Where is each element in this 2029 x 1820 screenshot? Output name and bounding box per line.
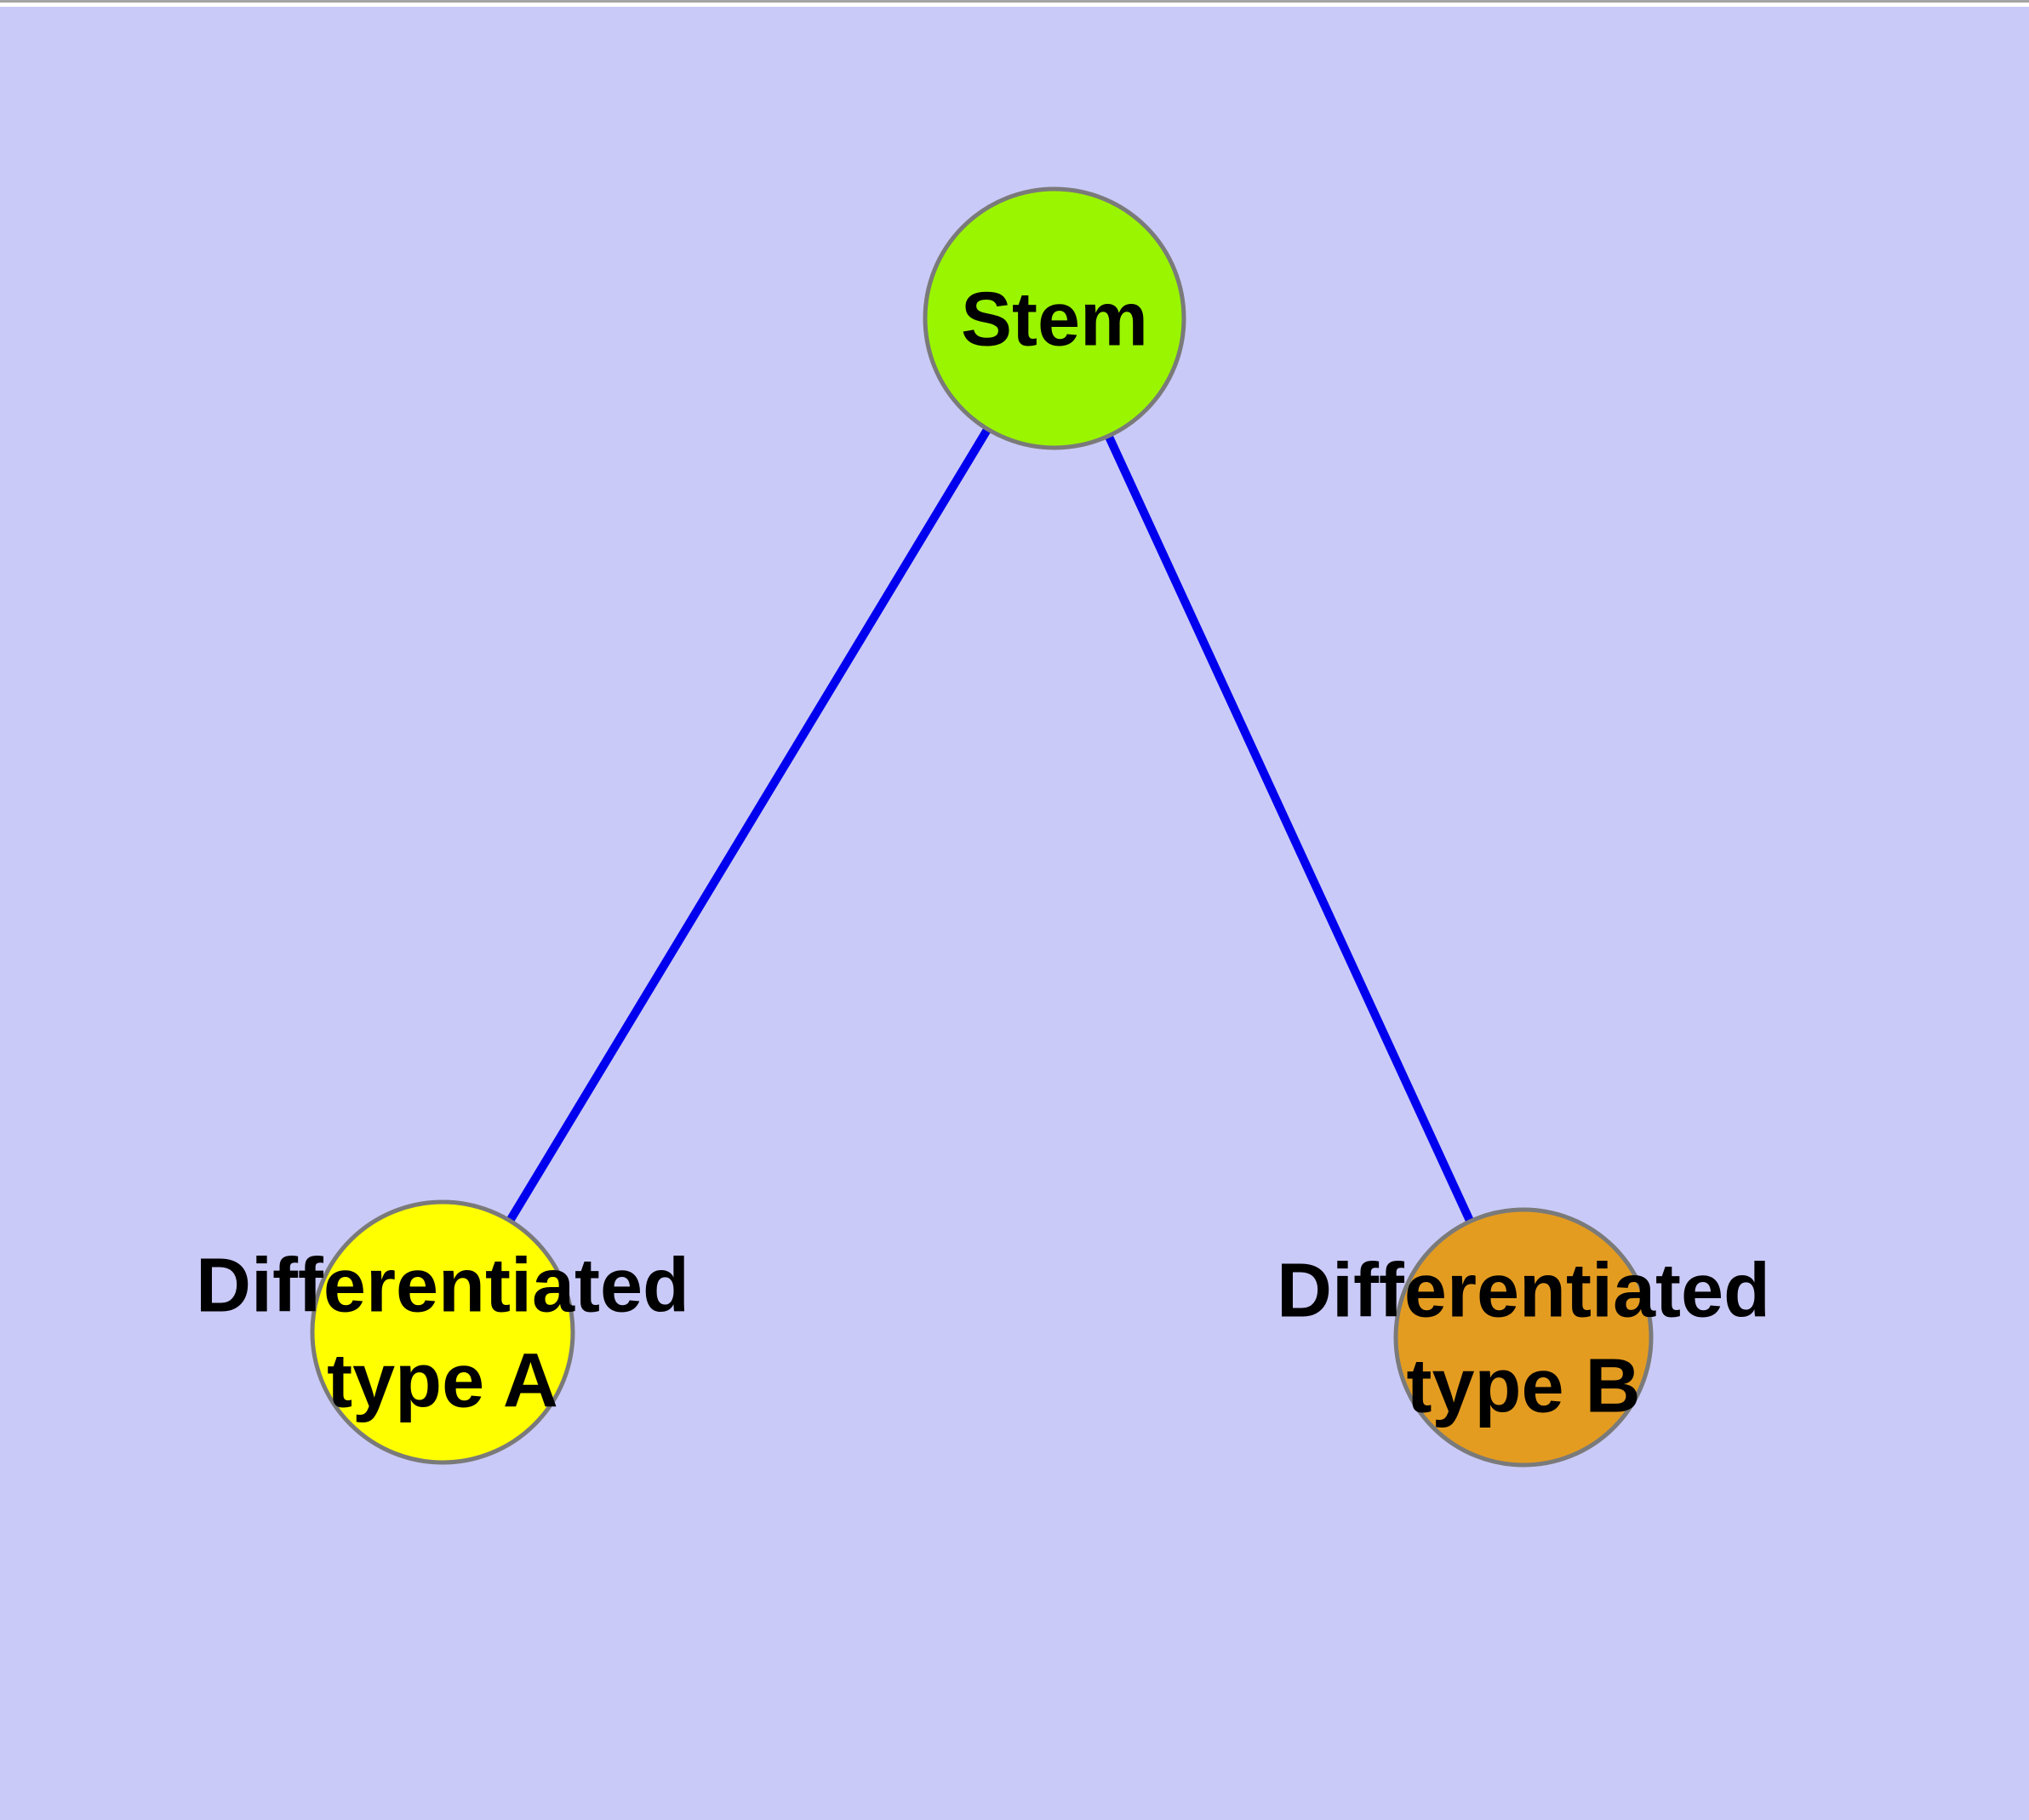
edge-stem-to-differentiated-type-b [1105, 434, 1474, 1223]
node-label-differentiated-type-b: Differentiated type B [1277, 1249, 1770, 1429]
node-label-line: type B [1406, 1344, 1640, 1429]
node-label-line: Differentiated [196, 1244, 689, 1329]
node-differentiated-type-a [310, 1199, 575, 1465]
node-stem [923, 186, 1186, 450]
node-label-line: type A [327, 1339, 558, 1424]
node-label-stem: Stem [961, 278, 1148, 363]
window-top-strip [0, 3, 2029, 7]
node-label-differentiated-type-a: Differentiated type A [196, 1244, 689, 1424]
edge-stem-to-differentiated-type-a [506, 426, 992, 1223]
node-label-line: Stem [961, 278, 1148, 363]
node-differentiated-type-b [1393, 1207, 1654, 1468]
node-label-line: Differentiated [1277, 1249, 1770, 1334]
window-top-edge-line [0, 0, 2029, 3]
